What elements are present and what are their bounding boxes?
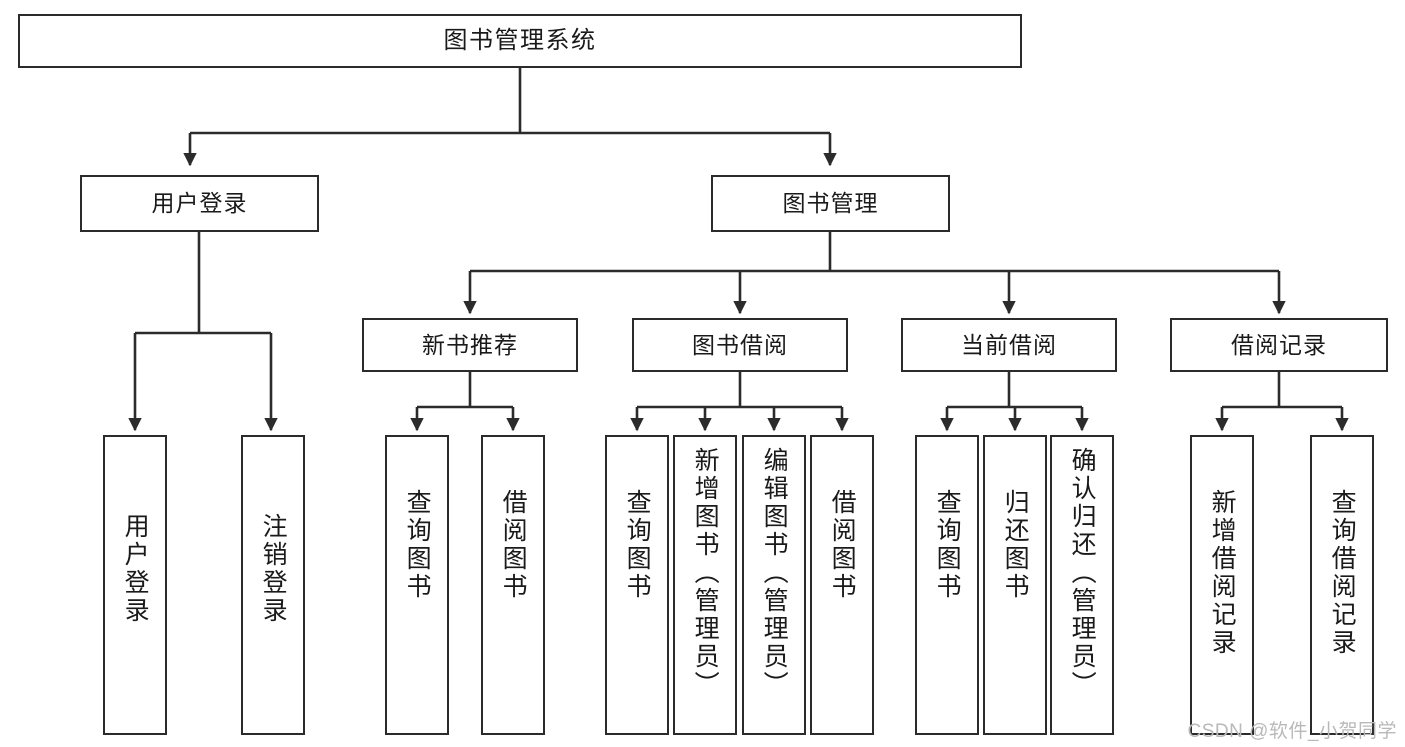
node-label: 用户登录	[151, 190, 248, 217]
node-label: 查询图书	[623, 489, 652, 601]
node-user-login[interactable]: 用户登录	[80, 175, 319, 232]
node-label: 归还图书	[1001, 489, 1030, 601]
node-leaf-query-book-1[interactable]: 查询图书	[385, 435, 449, 735]
node-label: 借阅图书	[828, 489, 857, 601]
node-label: 查询图书	[933, 489, 962, 601]
node-leaf-borrow-book-2[interactable]: 借阅图书	[810, 435, 874, 735]
node-label: 用户登录	[121, 513, 150, 625]
node-leaf-edit-book[interactable]: 编辑图书（管理员）	[742, 435, 806, 735]
node-borrow-record[interactable]: 借阅记录	[1170, 318, 1388, 372]
node-leaf-confirm-return[interactable]: 确认归还（管理员）	[1050, 435, 1114, 735]
node-leaf-return-book[interactable]: 归还图书	[983, 435, 1047, 735]
node-label: 注销登录	[259, 513, 288, 625]
node-label: 新增图书（管理员）	[691, 447, 720, 699]
node-label: 图书借阅	[692, 331, 788, 358]
node-new-book-recommend[interactable]: 新书推荐	[362, 318, 578, 372]
node-label: 确认归还（管理员）	[1068, 447, 1097, 699]
node-label: 图书管理	[782, 190, 879, 217]
node-root-system[interactable]: 图书管理系统	[18, 14, 1022, 68]
node-label: 编辑图书（管理员）	[760, 447, 789, 699]
node-leaf-logout[interactable]: 注销登录	[241, 435, 305, 735]
node-leaf-query-book-2[interactable]: 查询图书	[605, 435, 669, 735]
node-label: 当前借阅	[961, 331, 1057, 358]
node-label: 借阅记录	[1231, 331, 1327, 358]
node-book-management[interactable]: 图书管理	[711, 175, 950, 232]
node-book-borrow[interactable]: 图书借阅	[632, 318, 848, 372]
node-label: 图书管理系统	[443, 27, 597, 54]
node-leaf-add-book[interactable]: 新增图书（管理员）	[673, 435, 737, 735]
node-leaf-borrow-book-1[interactable]: 借阅图书	[481, 435, 545, 735]
node-label: 新书推荐	[422, 331, 518, 358]
node-leaf-user-login[interactable]: 用户登录	[103, 435, 167, 735]
node-label: 查询借阅记录	[1328, 489, 1357, 657]
node-label: 查询图书	[403, 489, 432, 601]
node-label: 借阅图书	[499, 489, 528, 601]
watermark-text: CSDN @软件_小贺同学	[1187, 721, 1397, 742]
node-leaf-query-book-3[interactable]: 查询图书	[915, 435, 979, 735]
node-label: 新增借阅记录	[1208, 489, 1237, 657]
node-leaf-query-record[interactable]: 查询借阅记录	[1310, 435, 1374, 735]
node-leaf-add-record[interactable]: 新增借阅记录	[1190, 435, 1254, 735]
node-current-borrow[interactable]: 当前借阅	[901, 318, 1117, 372]
